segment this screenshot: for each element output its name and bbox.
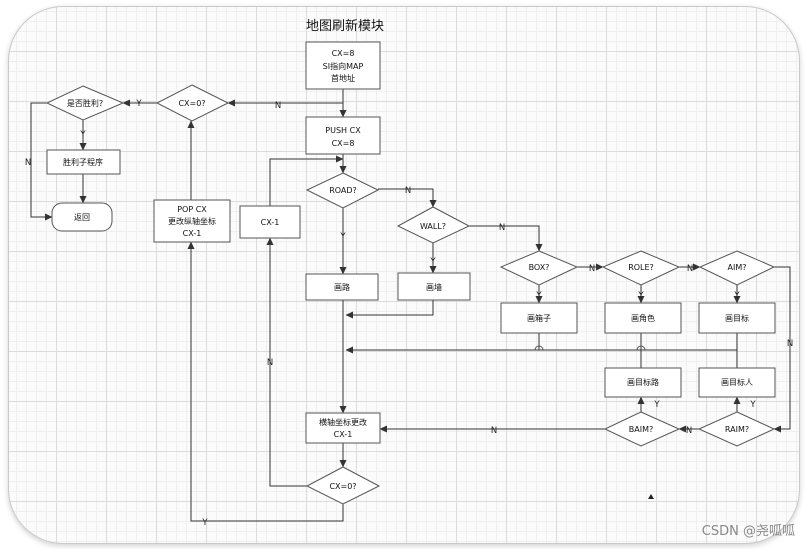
label-return: 返回 <box>74 213 90 222</box>
label-draw-aim-person: 画目标人 <box>721 377 753 387</box>
node-start <box>305 41 381 90</box>
label-win-no: N <box>25 158 31 168</box>
label-cx0top-yes: Y <box>135 99 142 109</box>
edge-cxminus-road <box>269 155 344 206</box>
node-push <box>305 116 381 155</box>
node-role <box>601 250 681 286</box>
node-aim <box>698 250 776 286</box>
diagram-title: 地图刷新模块 <box>306 18 384 34</box>
node-draw-aim-person <box>698 367 776 398</box>
label-baim-no: N <box>491 426 497 436</box>
node-cx0-bottom <box>305 466 381 505</box>
node-return <box>51 202 113 232</box>
node-raim <box>697 411 776 447</box>
label-draw-role: 画角色 <box>631 313 655 323</box>
watermark: CSDN @尧呱呱 <box>701 524 795 539</box>
label-road: ROAD? <box>329 186 357 195</box>
hop-mark-1 <box>534 345 544 351</box>
label-baim-yes: Y <box>653 400 660 410</box>
node-draw-aim <box>698 302 776 334</box>
node-cx-minus <box>239 205 301 239</box>
label-draw-box: 画箱子 <box>527 313 551 323</box>
label-box-no: N <box>589 264 595 274</box>
node-win-proc <box>46 149 121 175</box>
edge-wall-no <box>469 225 543 252</box>
node-cx0-top <box>155 84 230 122</box>
label-update-x-1: 横轴坐标更改 <box>319 417 367 427</box>
node-box <box>499 250 579 286</box>
label-start-1: CX=8 <box>332 49 355 58</box>
label-win-yes: Y <box>79 130 86 140</box>
label-raim-yes: Y <box>749 400 756 410</box>
label-wall-yes: Y <box>429 257 436 267</box>
node-wall <box>396 206 471 244</box>
label-win: 是否胜利? <box>67 98 103 108</box>
label-raim: RAIM? <box>725 425 749 434</box>
label-road-yes: Y <box>339 232 346 242</box>
label-cx0bottom-no: N <box>267 358 273 368</box>
label-start-2: SI指向MAP <box>323 61 364 71</box>
label-push-1: PUSH CX <box>325 126 361 135</box>
label-push-2: CX=8 <box>332 139 355 148</box>
label-wall: WALL? <box>420 222 446 231</box>
node-draw-wall <box>397 272 471 301</box>
edge-cx0bottom-yes <box>187 241 344 522</box>
label-cx-minus: CX-1 <box>261 218 280 227</box>
label-baim: BAIM? <box>629 425 653 434</box>
label-role-no: N <box>687 264 693 274</box>
edge-road-no <box>378 188 437 208</box>
hop-mark-2 <box>636 345 646 351</box>
label-draw-wall: 画墙 <box>426 282 442 292</box>
label-aim-no: N <box>787 339 793 349</box>
label-box-yes: Y <box>535 291 542 301</box>
label-aim-yes: Y <box>733 291 740 301</box>
label-draw-aim-road: 画目标路 <box>627 377 659 387</box>
label-cx0bottom-yes: Y <box>201 518 208 528</box>
label-win-proc: 胜利子程序 <box>63 157 103 167</box>
node-draw-role <box>604 302 682 334</box>
edge-wall-merge <box>345 300 434 319</box>
node-draw-road <box>305 273 379 301</box>
label-start-3: 首地址 <box>331 73 355 83</box>
label-pop-1: POP CX <box>177 205 207 214</box>
label-update-x-2: CX-1 <box>334 430 353 439</box>
edge-merge-line <box>345 333 738 354</box>
label-box: BOX? <box>529 263 550 272</box>
small-marker <box>648 494 654 499</box>
node-baim <box>603 411 681 447</box>
edge-cx0bottom-no <box>266 237 307 487</box>
node-win <box>45 85 125 121</box>
label-cx0-bottom: CX=0? <box>329 482 356 491</box>
node-update-x <box>305 412 381 444</box>
label-pop-3: CX-1 <box>183 229 202 238</box>
label-role: ROLE? <box>628 263 654 272</box>
edge-win-no <box>30 102 53 221</box>
label-road-no: N <box>405 186 411 196</box>
label-wall-no: N <box>499 223 505 233</box>
node-pop <box>153 199 231 243</box>
label-draw-road: 画路 <box>334 282 350 292</box>
node-draw-aim-road <box>604 367 682 398</box>
node-draw-box <box>500 302 578 334</box>
label-cx0-top: CX=0? <box>178 99 205 108</box>
label-cx0top-no: N <box>275 101 281 111</box>
label-aim: AIM? <box>728 263 747 272</box>
label-draw-aim: 画目标 <box>725 313 749 323</box>
label-role-yes: Y <box>637 291 644 301</box>
edge-aim-no <box>773 266 791 433</box>
node-road <box>305 172 380 209</box>
label-pop-2: 更改纵轴坐标 <box>168 216 216 226</box>
label-raim-no: N <box>686 426 692 436</box>
